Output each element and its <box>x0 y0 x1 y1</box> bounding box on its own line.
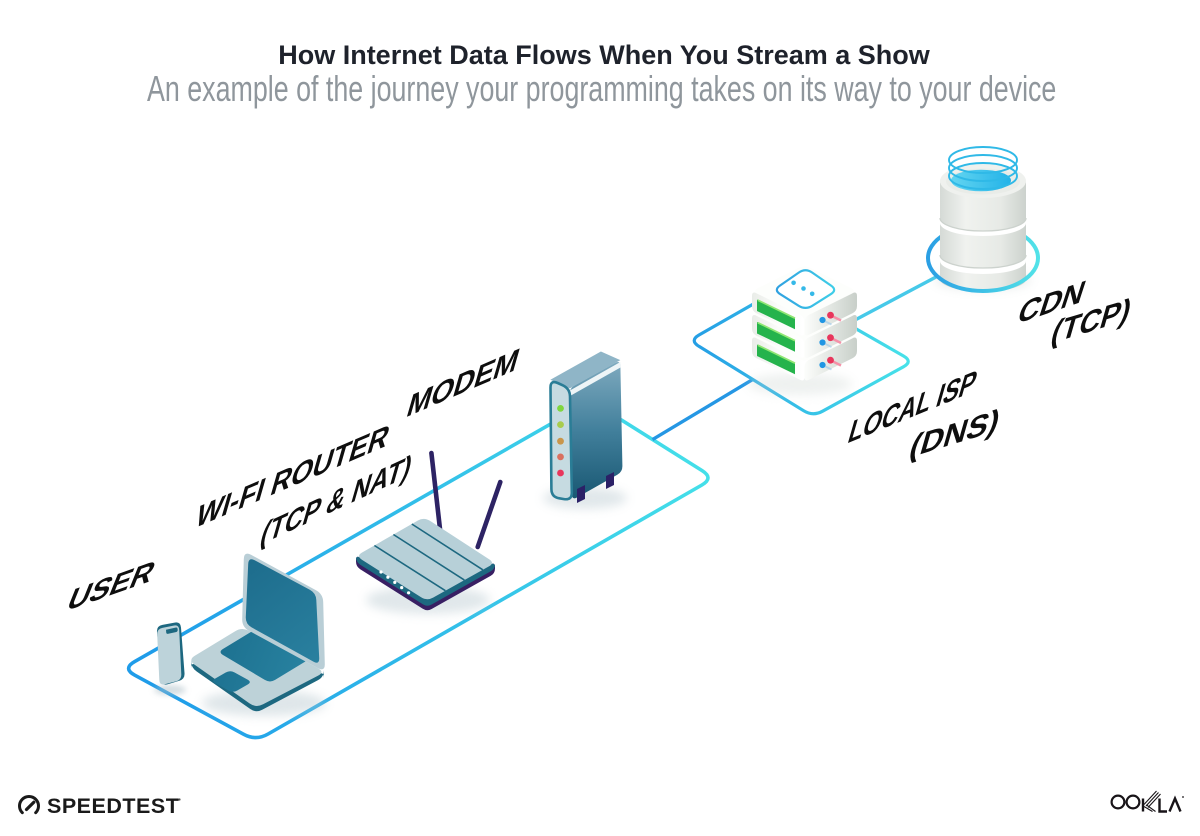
svg-text:SPEEDTEST: SPEEDTEST <box>47 794 179 818</box>
